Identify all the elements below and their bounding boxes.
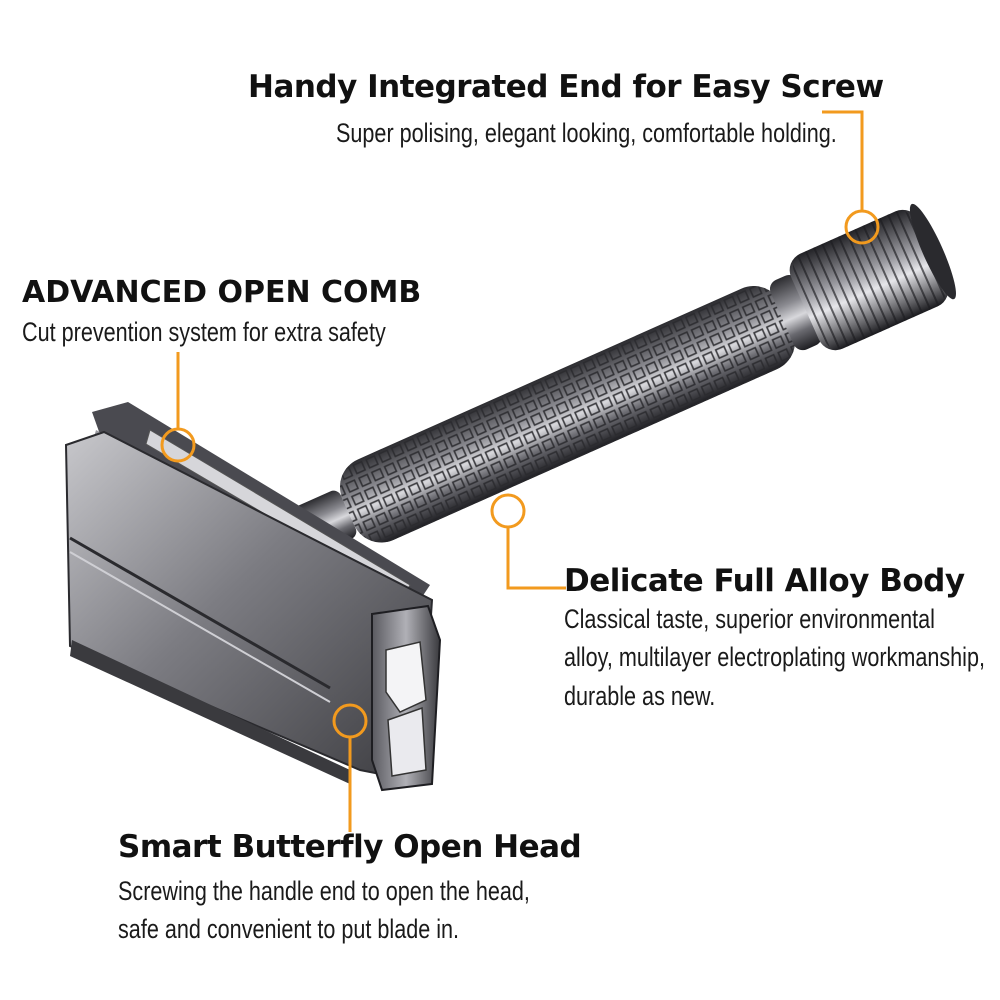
marker-head	[332, 703, 368, 739]
razor-head	[64, 402, 442, 792]
callout-body-line-3: durable as new.	[564, 680, 716, 711]
callout-head-line-1: Screwing the handle end to open the head…	[118, 876, 530, 907]
leader-body	[506, 528, 566, 590]
callout-body-line-1: Classical taste, superior environmental	[564, 604, 935, 635]
callout-body-description: Classical taste, superior environmental …	[564, 600, 985, 715]
callout-alloy-body: Delicate Full Alloy Body Classical taste…	[564, 564, 1000, 715]
callout-leaders	[160, 110, 880, 832]
callout-screw-end: Handy Integrated End for Easy Screw Supe…	[248, 69, 884, 148]
callout-comb-title: ADVANCED OPEN COMB	[22, 275, 422, 310]
callout-screw-description: Super polising, elegant looking, comfort…	[336, 118, 837, 148]
marker-comb	[160, 427, 196, 463]
callout-open-comb: ADVANCED OPEN COMB Cut prevention system…	[22, 276, 477, 351]
callout-head-description: Screwing the handle end to open the head…	[118, 872, 530, 949]
marker-screw	[844, 209, 880, 245]
callout-butterfly-head: Smart Butterfly Open Head Screwing the h…	[118, 830, 633, 949]
callout-screw-title: Handy Integrated End for Easy Screw	[248, 69, 884, 105]
marker-body	[490, 493, 526, 529]
callout-comb-description: Cut prevention system for extra safety	[22, 317, 386, 347]
razor-handle	[285, 203, 956, 558]
callout-body-title: Delicate Full Alloy Body	[564, 563, 965, 599]
callout-head-line-2: safe and convenient to put blade in.	[118, 914, 460, 945]
callout-head-title: Smart Butterfly Open Head	[118, 829, 582, 865]
callout-body-line-2: alloy, multilayer electroplating workman…	[564, 642, 985, 673]
leader-screw	[822, 110, 864, 210]
